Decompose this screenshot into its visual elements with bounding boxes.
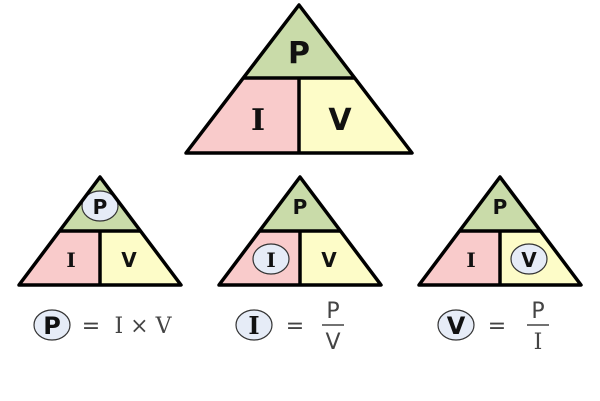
- main-power-section: [243, 5, 355, 78]
- main-voltage-section: [299, 78, 412, 153]
- fraction-numerator: P: [531, 299, 544, 324]
- small-right-label: V: [521, 248, 537, 272]
- fraction-numerator: P: [326, 299, 339, 324]
- formula-current: I = P V: [235, 299, 344, 355]
- highlight-circle: [235, 309, 273, 341]
- small-top-label: P: [293, 195, 308, 219]
- highlight-circle: [252, 243, 290, 275]
- equals-sign: =: [488, 314, 506, 339]
- current-section: [19, 231, 100, 285]
- main-right-label: V: [328, 103, 352, 138]
- equals-sign: =: [286, 314, 304, 339]
- formula-subject: P: [43, 312, 61, 340]
- small-left-label: I: [466, 248, 475, 272]
- main-triangle: P I V: [184, 3, 414, 155]
- small-left-label: I: [66, 248, 75, 272]
- small-right-label: V: [321, 248, 337, 272]
- voltage-section: [300, 231, 381, 285]
- fraction-denominator: V: [325, 330, 340, 355]
- small-top-label: P: [493, 195, 508, 219]
- equals-sign: =: [82, 314, 100, 339]
- highlight-circle: [33, 309, 71, 341]
- main-left-label: I: [251, 103, 265, 138]
- current-section: [419, 231, 500, 285]
- formula-subject: V: [447, 312, 466, 340]
- small-left-label: I: [266, 248, 275, 272]
- highlight-circle: [437, 309, 475, 341]
- highlight-circle: [510, 243, 548, 275]
- highlight-circle: [81, 190, 119, 222]
- formula-expression: I × V: [115, 314, 173, 339]
- main-top-label: P: [288, 36, 310, 71]
- small-triangle: P I V: [17, 175, 183, 287]
- formula-voltage: V = P I: [437, 299, 549, 355]
- voltage-section: [100, 231, 181, 285]
- small-top-label: P: [93, 195, 108, 219]
- main-current-section: [186, 78, 299, 153]
- small-triangle: P I V: [217, 175, 383, 287]
- small-right-label: V: [121, 248, 137, 272]
- fraction-denominator: I: [534, 330, 543, 355]
- formula-subject: I: [248, 311, 259, 340]
- power-section: [459, 177, 541, 231]
- small-triangle: P I V: [417, 175, 583, 287]
- power-section: [259, 177, 341, 231]
- formula-power: P = I × V: [33, 309, 173, 341]
